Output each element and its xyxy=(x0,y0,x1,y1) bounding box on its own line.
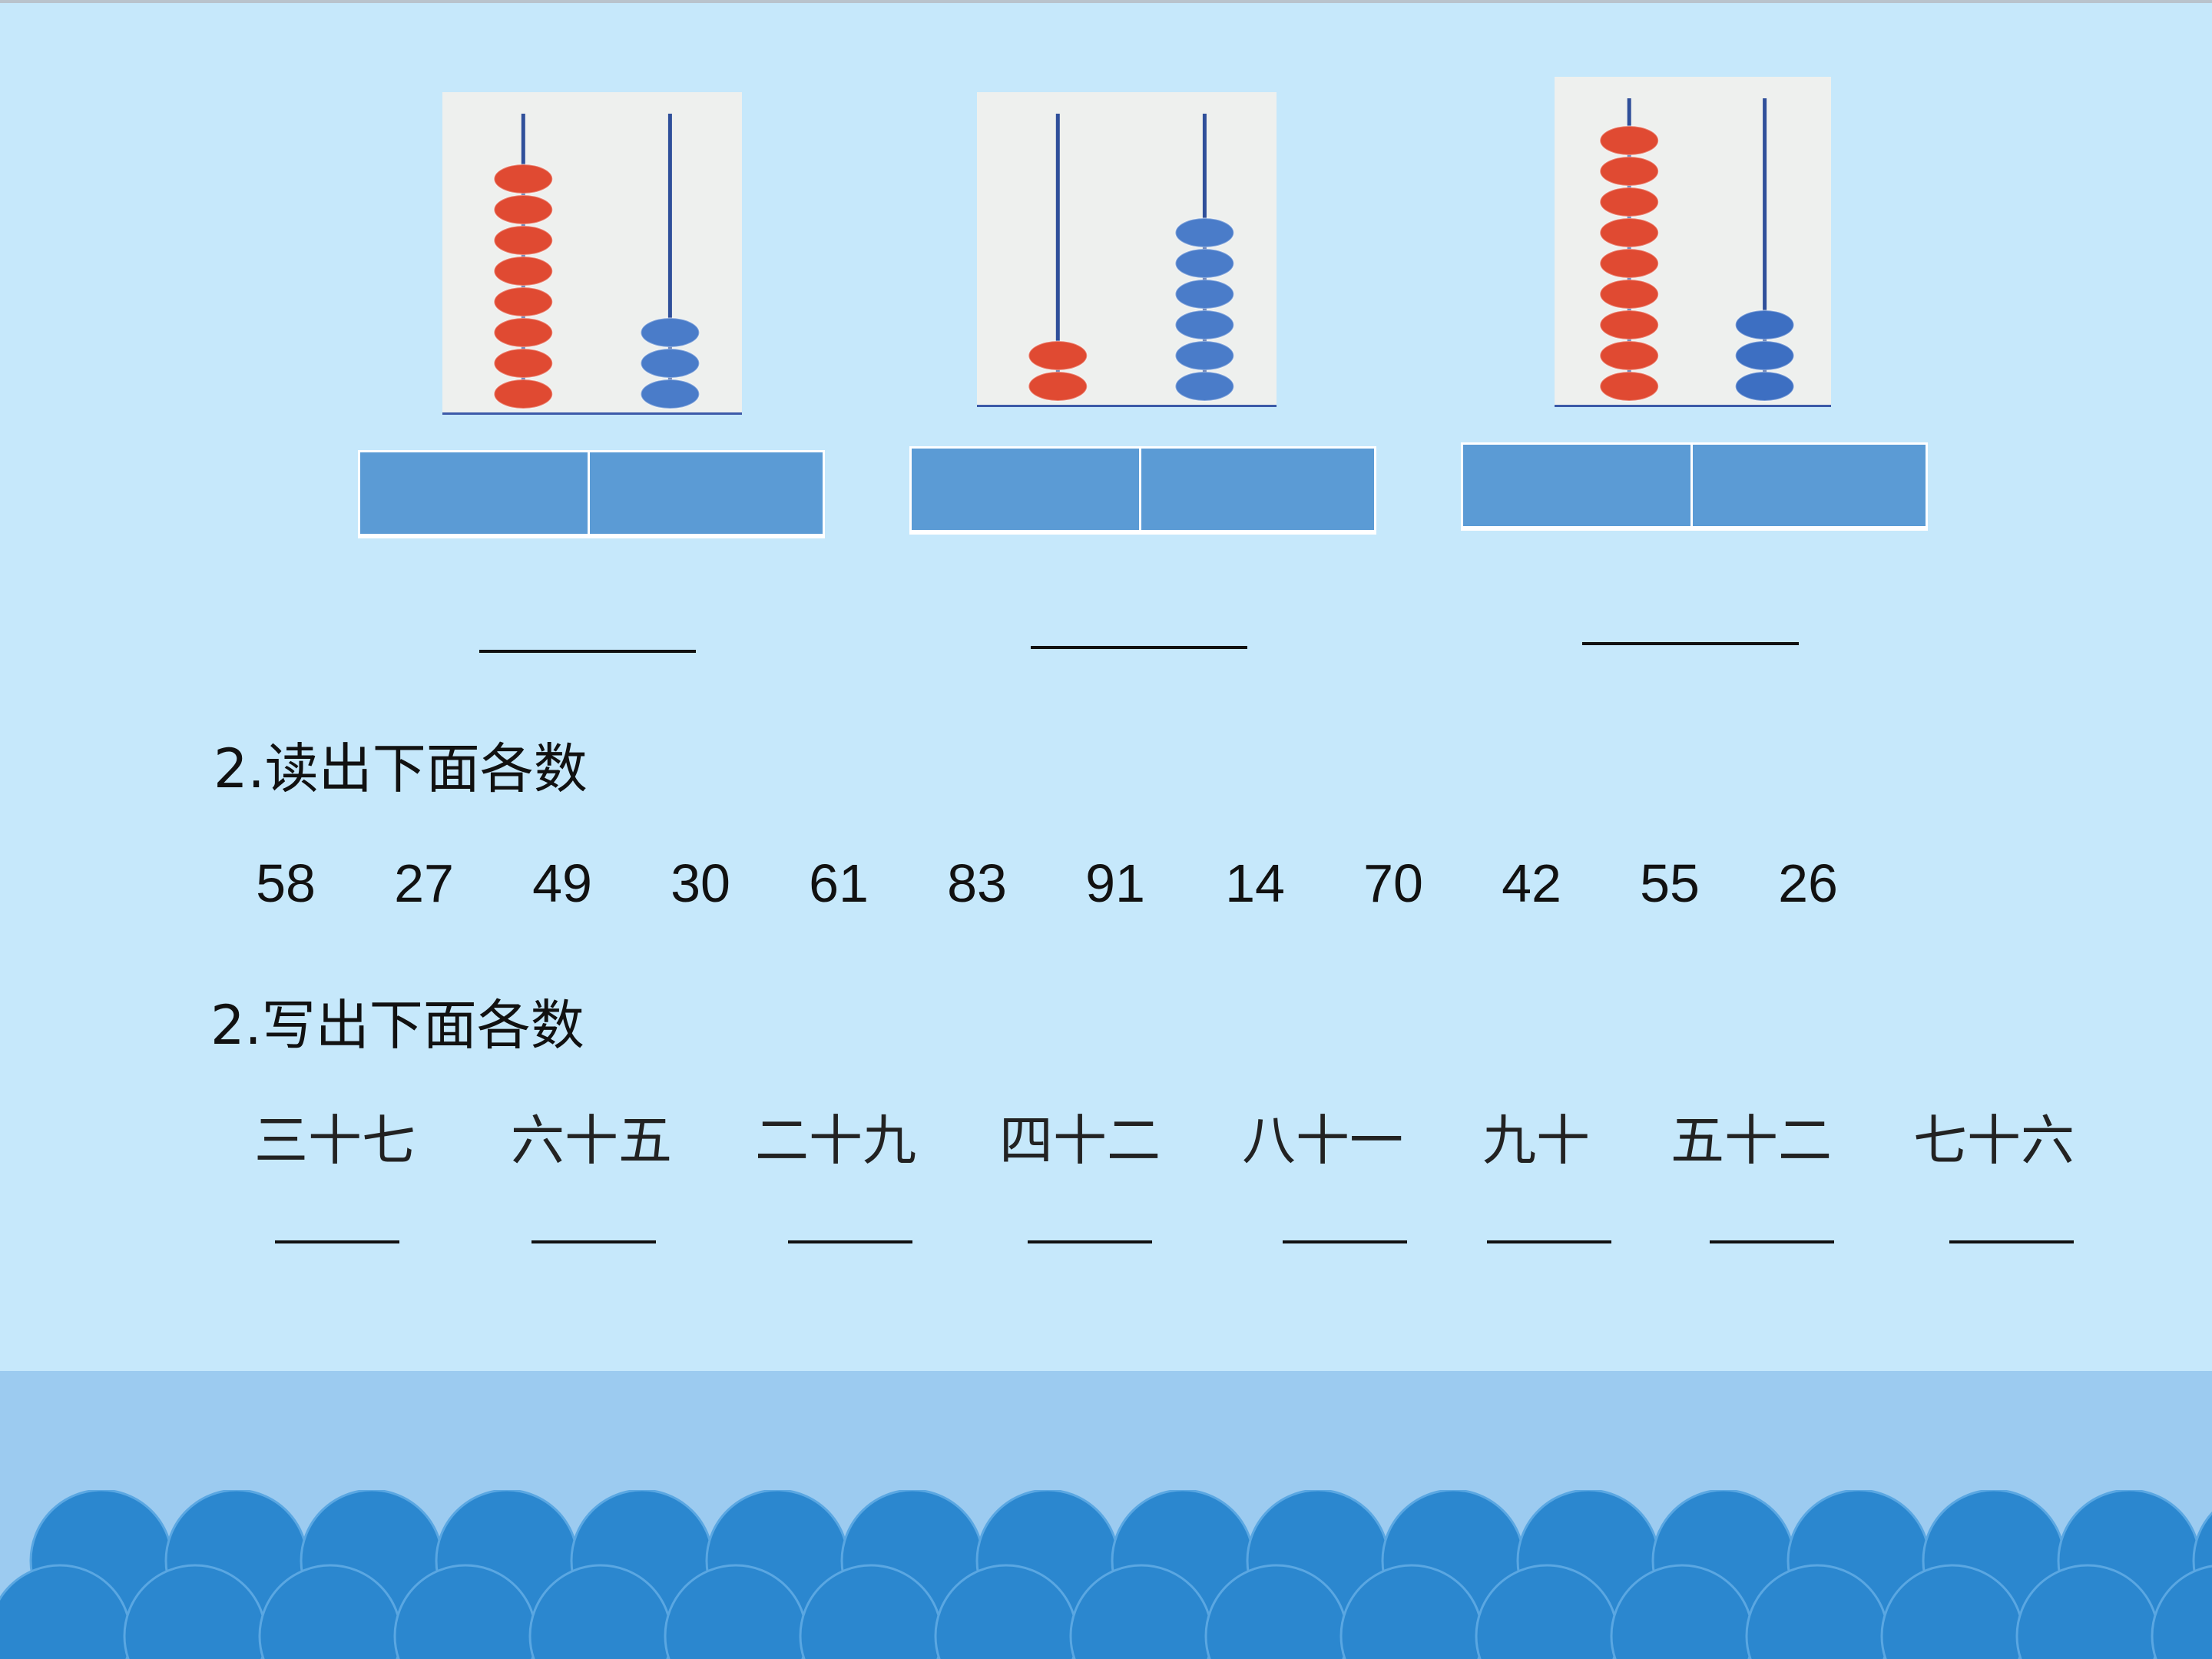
abacus-svg xyxy=(1028,114,1235,402)
ones-bead xyxy=(640,317,700,348)
ones-bead xyxy=(640,379,700,409)
answer-blank-line-1[interactable] xyxy=(479,650,696,653)
ones-cell[interactable] xyxy=(1141,449,1374,530)
write-answer-line[interactable] xyxy=(531,1240,656,1243)
answer-box-1[interactable] xyxy=(358,450,825,538)
write-answer-line[interactable] xyxy=(788,1240,912,1243)
tens-bead xyxy=(1599,279,1660,310)
tens-bead xyxy=(1599,125,1660,156)
tens-bead xyxy=(1599,310,1660,340)
read-number: 70 xyxy=(1363,853,1423,913)
chinese-number-word: 六十五 xyxy=(511,1109,672,1172)
tens-bead xyxy=(1599,156,1660,187)
ones-bead xyxy=(1174,340,1235,371)
ones-bead xyxy=(1174,371,1235,402)
chinese-number-word: 八十一 xyxy=(1242,1109,1403,1172)
read-number: 49 xyxy=(532,853,592,913)
write-answer-line[interactable] xyxy=(1283,1240,1407,1243)
read-number: 27 xyxy=(394,853,454,913)
tens-bead xyxy=(493,317,554,348)
tens-bead xyxy=(493,225,554,256)
ones-cell[interactable] xyxy=(590,452,823,534)
ones-bead xyxy=(1174,310,1235,340)
abacus-picture-2 xyxy=(977,92,1277,407)
tens-bead xyxy=(1028,340,1088,371)
abacus-picture-3 xyxy=(1555,77,1831,407)
abacus-svg xyxy=(493,114,700,409)
read-number: 91 xyxy=(1085,853,1145,913)
tens-bead xyxy=(1028,371,1088,402)
tens-bead xyxy=(1599,248,1660,279)
ones-bead xyxy=(1174,248,1235,279)
read-number: 14 xyxy=(1225,853,1285,913)
write-answer-line[interactable] xyxy=(1487,1240,1611,1243)
read-number: 58 xyxy=(256,853,316,913)
tens-bead xyxy=(493,379,554,409)
read-number: 30 xyxy=(671,853,730,913)
ones-bead xyxy=(1174,279,1235,310)
wave-decoration xyxy=(0,1490,2212,1659)
chinese-number-word: 三十七 xyxy=(254,1109,416,1172)
write-answer-line[interactable] xyxy=(1949,1240,2074,1243)
answer-box-2[interactable] xyxy=(909,446,1376,535)
abacus-svg xyxy=(1599,98,1795,402)
tens-cell[interactable] xyxy=(1463,445,1693,526)
tens-bead xyxy=(493,164,554,194)
read-number: 61 xyxy=(809,853,869,913)
read-section-title: 2.读出下面各数 xyxy=(214,737,588,800)
tens-cell[interactable] xyxy=(360,452,590,534)
top-edge xyxy=(0,0,2212,3)
tens-bead xyxy=(493,256,554,286)
tens-bead xyxy=(1599,187,1660,217)
tens-cell[interactable] xyxy=(912,449,1141,530)
read-number: 42 xyxy=(1502,853,1561,913)
read-number: 55 xyxy=(1640,853,1700,913)
chinese-number-word: 四十二 xyxy=(999,1109,1161,1172)
chinese-number-word: 二十九 xyxy=(755,1109,916,1172)
ones-bead xyxy=(1734,310,1795,340)
tens-bead xyxy=(493,194,554,225)
abacus-picture-1 xyxy=(442,92,742,415)
write-section-title: 2.写出下面各数 xyxy=(210,994,584,1057)
read-number: 26 xyxy=(1778,853,1838,913)
ones-bead xyxy=(1734,371,1795,402)
chinese-number-word: 七十六 xyxy=(1913,1109,2075,1172)
write-answer-line[interactable] xyxy=(1028,1240,1152,1243)
chinese-number-word: 九十 xyxy=(1482,1109,1590,1172)
write-answer-line[interactable] xyxy=(1710,1240,1834,1243)
ones-bead xyxy=(640,348,700,379)
tens-bead xyxy=(1599,340,1660,371)
tens-bead xyxy=(493,348,554,379)
wave-scallop xyxy=(2151,1565,2212,1659)
read-number: 83 xyxy=(947,853,1007,913)
ones-bead xyxy=(1734,340,1795,371)
chinese-number-word: 五十二 xyxy=(1671,1109,1832,1172)
answer-blank-line-2[interactable] xyxy=(1031,646,1247,649)
ones-bead xyxy=(1174,217,1235,248)
ones-cell[interactable] xyxy=(1693,445,1926,526)
tens-bead xyxy=(493,286,554,317)
answer-box-3[interactable] xyxy=(1461,442,1928,531)
tens-bead xyxy=(1599,371,1660,402)
write-answer-line[interactable] xyxy=(275,1240,399,1243)
tens-bead xyxy=(1599,217,1660,248)
answer-blank-line-3[interactable] xyxy=(1582,642,1799,645)
